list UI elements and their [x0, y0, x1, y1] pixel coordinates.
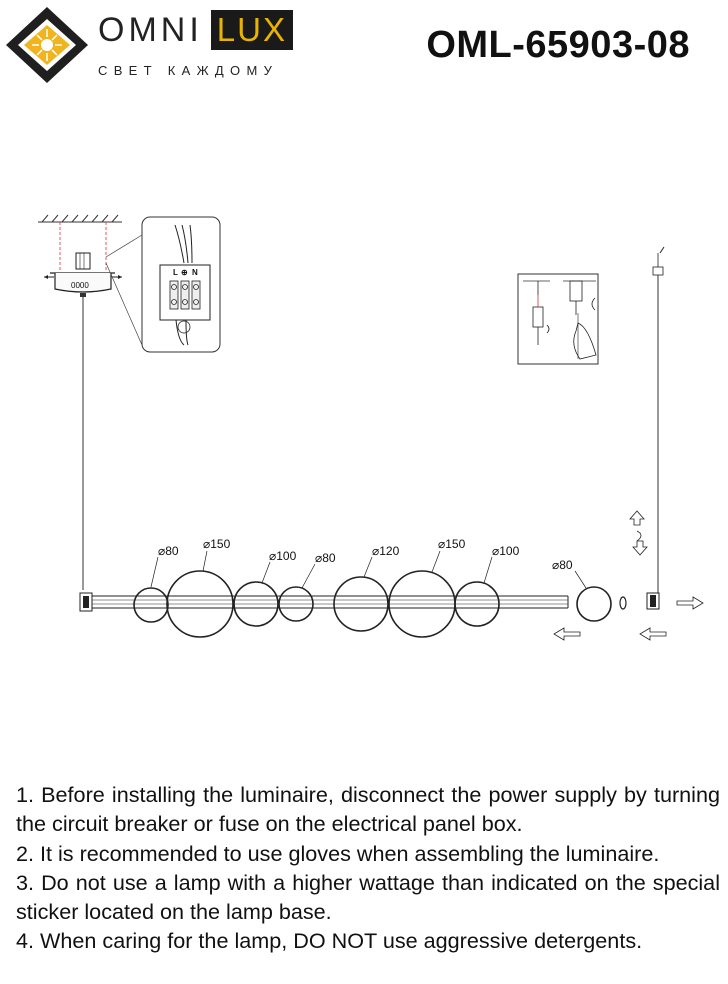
safety-note-1: 1. Before installing the luminaire, disc…	[16, 782, 720, 837]
ring-4	[278, 586, 314, 622]
brand-omni-text: OMNI	[98, 10, 203, 49]
ring-label-2: ⌀150	[203, 537, 231, 551]
fixture-bar	[79, 592, 569, 612]
ring-3	[233, 581, 279, 627]
omnilux-logo-icon	[6, 7, 88, 83]
brand-tagline: СВЕТ КАЖДОМУ	[98, 63, 279, 78]
safety-note-4: 4. When caring for the lamp, DO NOT use …	[16, 928, 643, 954]
ring-label-3: ⌀100	[269, 549, 297, 563]
canopy-label: 0000	[71, 281, 89, 290]
assembly-arrows	[553, 596, 704, 641]
ring-label-4: ⌀80	[315, 551, 336, 565]
model-number: OML-65903-08	[426, 24, 690, 66]
ceiling-canopy: 0000	[44, 222, 122, 590]
brand-wordmark: OMNI LUX	[98, 10, 293, 50]
fixture-rings	[133, 570, 627, 638]
arrow-right-icon	[676, 596, 704, 610]
right-hanging-cable	[629, 246, 665, 610]
ring-label-5: ⌀120	[372, 544, 400, 558]
ring-label-detached: ⌀80	[552, 558, 573, 572]
ceiling-hatch-left	[38, 214, 122, 223]
arrow-left-icon	[553, 627, 581, 641]
ring-1	[133, 587, 169, 623]
ring-label-6: ⌀150	[438, 537, 466, 551]
ring-detached	[576, 586, 612, 622]
safety-notes: 1. Before installing the luminaire, disc…	[16, 780, 720, 956]
ring-label-1: ⌀80	[158, 544, 179, 558]
safety-note-3: 3. Do not use a lamp with a higher watta…	[16, 869, 720, 925]
ring-dimension-labels: ⌀80 ⌀150 ⌀100 ⌀80 ⌀120 ⌀150 ⌀100 ⌀80	[150, 537, 587, 589]
end-cap	[619, 596, 627, 610]
cable-adjustment-detail	[517, 273, 599, 365]
terminal-label-l: L	[173, 268, 178, 277]
installation-diagram: 0000 L ⊕ N	[38, 214, 704, 641]
arrow-left-icon	[639, 627, 667, 641]
terminal-label-n: N	[192, 268, 198, 277]
safety-note-2: 2. It is recommended to use gloves when …	[16, 840, 660, 866]
ring-7	[454, 581, 500, 627]
terminal-label-earth: ⊕	[181, 268, 188, 277]
ring-label-7: ⌀100	[492, 544, 520, 558]
ring-2	[166, 570, 234, 638]
ring-5	[333, 576, 389, 632]
brand-lux-text: LUX	[210, 10, 293, 50]
terminal-block-detail: L ⊕ N	[105, 216, 221, 353]
